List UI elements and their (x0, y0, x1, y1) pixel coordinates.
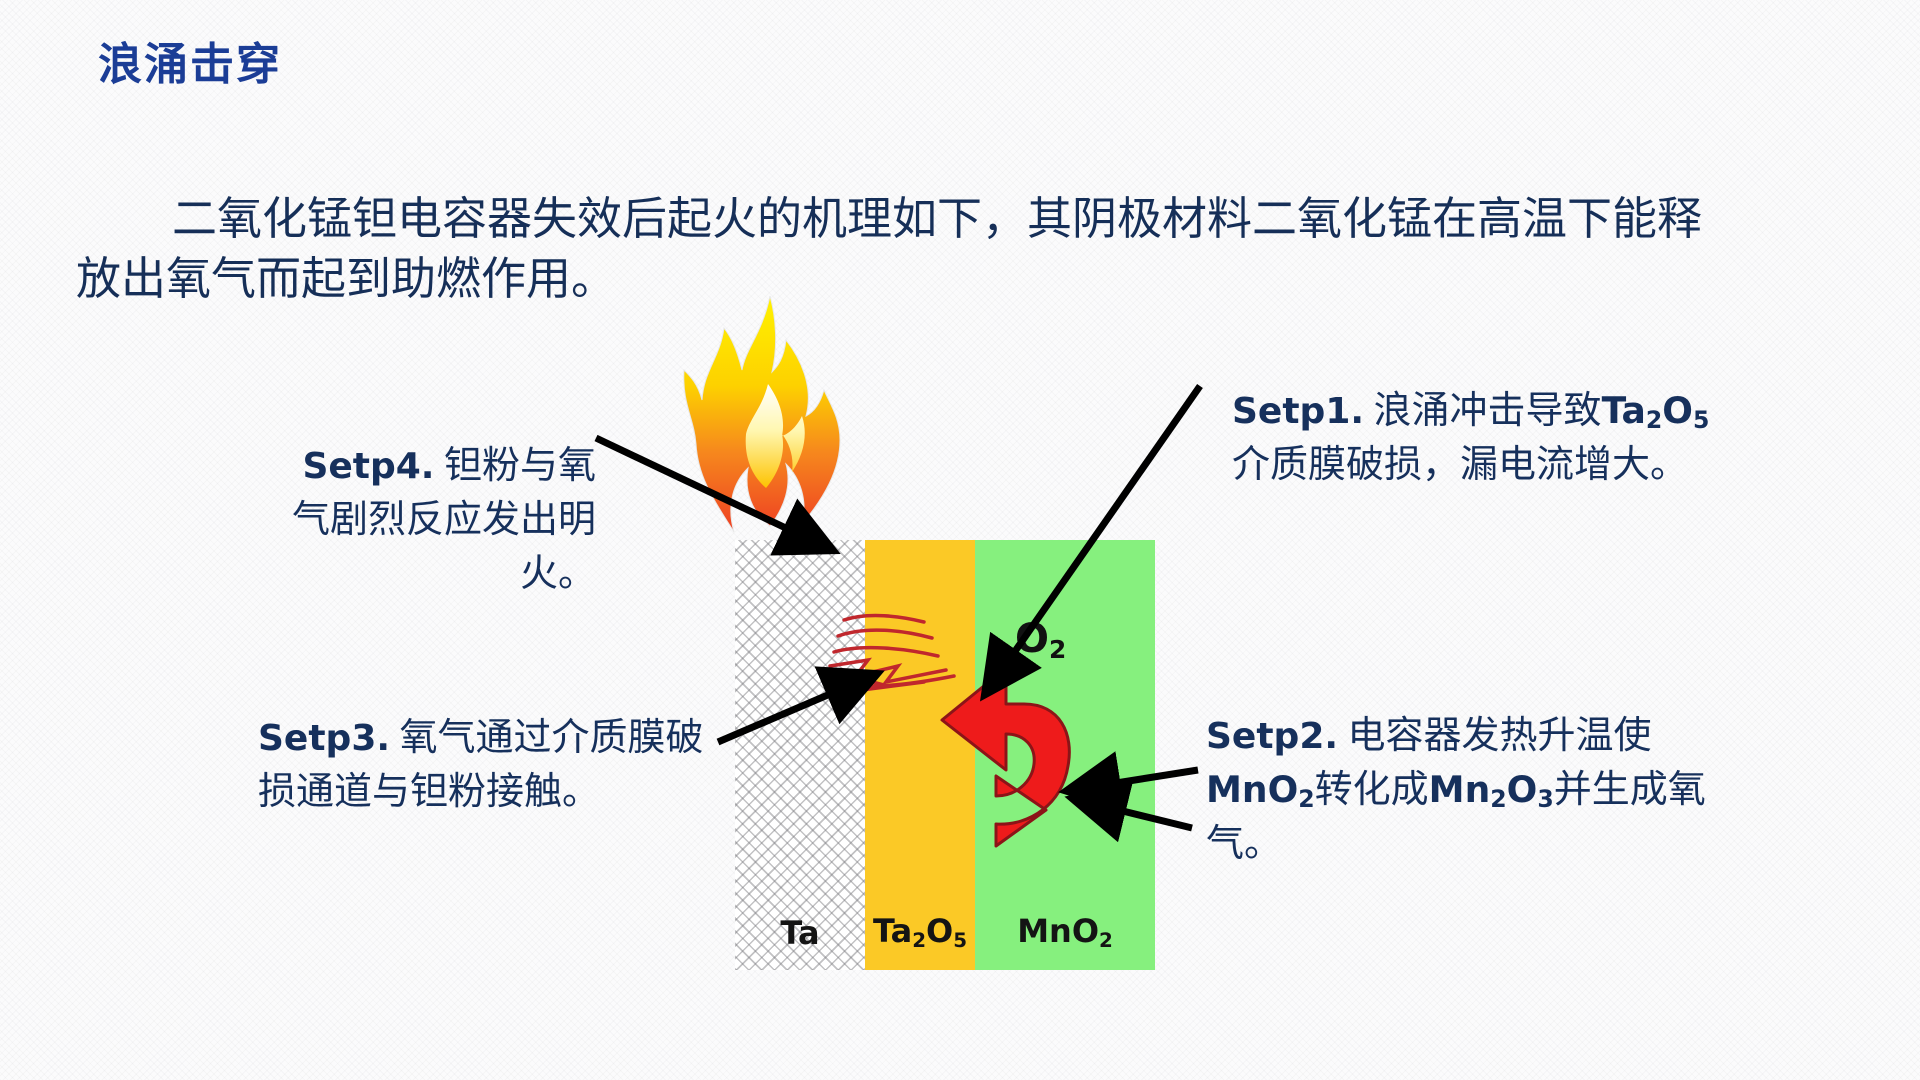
step1-sub-1: 2 (1645, 406, 1663, 435)
step1-formula-ta: Ta (1601, 390, 1646, 432)
step1-tag: Setp1. (1232, 391, 1365, 432)
layer-label-ta: Ta (780, 914, 820, 952)
step2-formula-mno: MnO (1206, 768, 1299, 811)
annotation-step1: Setp1. 浪涌冲击导致Ta2O5介质膜破损，漏电流增大。 (1232, 385, 1732, 493)
step2-text-b: 转化成 (1314, 768, 1429, 811)
annotation-step3: Setp3. 氧气通过介质膜破损通道与钽粉接触。 (258, 712, 718, 820)
annotation-step2: Setp2. 电容器发热升温使MnO2转化成Mn2O3并生成氧气。 (1206, 710, 1726, 872)
annotation-step4: Setp4. 钽粉与氧气剧烈反应发出明火。 (266, 440, 596, 602)
step2-sub-2: 2 (1490, 785, 1507, 814)
step1-text-b: 介质膜破损，漏电流增大。 (1232, 443, 1689, 486)
layer-label-ta2o5: Ta2O5 (872, 912, 968, 952)
step2-formula-o: O (1506, 768, 1538, 811)
step1-text-a: 浪涌冲击导致 (1364, 390, 1602, 432)
step4-tag: Setp4. (302, 446, 435, 487)
step3-tag: Setp3. (258, 718, 391, 759)
layer-label-mno2: MnO2 (1017, 912, 1113, 952)
flame-icon (683, 295, 841, 533)
layer-tantalum-pentoxide: Ta2O5 (865, 540, 975, 970)
layer-manganese-dioxide: MnO2 (975, 540, 1155, 970)
step2-text-c: 并生成氧气。 (1206, 768, 1706, 865)
step1-sub-2: 5 (1692, 406, 1710, 435)
step2-tag: Setp2. (1206, 716, 1339, 757)
step4-text: 钽粉与氧气剧烈反应发出明火。 (291, 445, 596, 595)
step2-formula-mn: Mn (1428, 768, 1491, 811)
layer-tantalum: Ta (735, 540, 865, 970)
capacitor-cross-section-diagram: Ta Ta2O5 MnO2 O2 (735, 540, 1155, 970)
step3-text: 氧气通过介质膜破损通道与钽粉接触。 (258, 717, 704, 813)
step2-text-a: 电容器发热升温使 (1338, 715, 1652, 757)
pointer-arrow-step4 (594, 434, 841, 556)
body-paragraph: 二氧化锰钽电容器失效后起火的机理如下，其阴极材料二氧化锰在高温下能释放出氧气而起… (76, 194, 1703, 304)
step1-formula-o: O (1662, 390, 1693, 432)
step2-sub-3: 3 (1537, 785, 1554, 814)
page-title: 浪涌击穿 (98, 39, 282, 90)
step2-sub-1: 2 (1298, 785, 1315, 814)
oxygen-gas-label: O2 (1015, 616, 1067, 665)
